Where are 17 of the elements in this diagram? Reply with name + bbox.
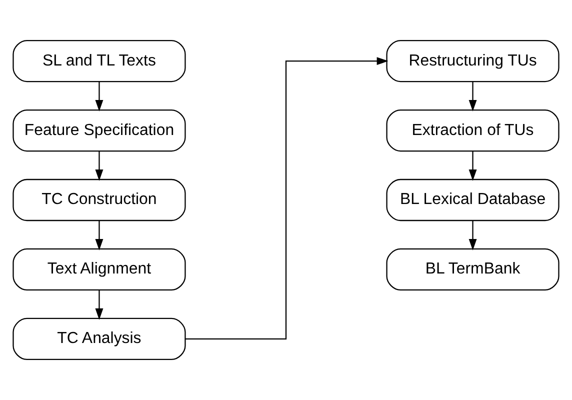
arrow (95, 151, 104, 181)
arrow (186, 57, 388, 340)
arrow (95, 220, 104, 250)
arrow (468, 151, 477, 181)
node-box: Restructuring TUs (386, 40, 560, 82)
arrow (95, 290, 104, 320)
arrow (95, 82, 104, 112)
node-box: TC Construction (12, 178, 186, 222)
node-box: Feature Specification (12, 109, 186, 152)
arrow (468, 82, 477, 112)
node-box: TC Analysis (12, 318, 186, 360)
node-box: SL and TL Texts (12, 40, 186, 82)
node-box: Text Alignment (12, 248, 186, 291)
node-box: BL Lexical Database (386, 178, 560, 222)
node-box: Extraction of TUs (386, 109, 560, 152)
arrow (468, 220, 477, 250)
node-box: BL TermBank (386, 248, 560, 291)
